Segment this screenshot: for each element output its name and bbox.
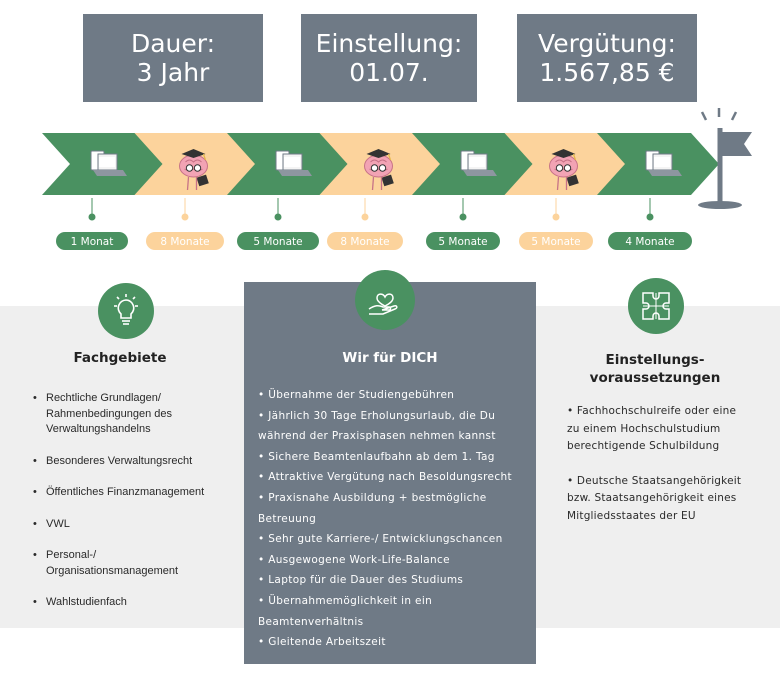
duration-pill [519, 232, 593, 250]
list-item: • Gleitende Arbeitszeit [258, 636, 386, 649]
timeline: 1 Monat 8 Monate 5 Monate 8 Monate 5 Monate 5… [42, 108, 752, 250]
duration-label: 5 Monate [438, 236, 487, 248]
benefits-title: Wir für DICH [342, 350, 438, 366]
timeline-dot [274, 213, 282, 221]
duration-pill [608, 232, 692, 250]
duration-pill [56, 232, 128, 250]
puzzle-icon [628, 278, 684, 334]
duration-label: 4 Monate [625, 236, 674, 248]
timeline-dot [88, 213, 96, 221]
list-item: VWL [30, 517, 230, 533]
list-item: • Fachhochschulreife oder eine zu einem … [567, 405, 737, 452]
benefits-list: • Übernahme der Studiengebühren • Jährli… [258, 385, 530, 653]
duration-pill [426, 232, 500, 250]
salary-value: 1.567,85 € [539, 58, 675, 87]
list-item: Beamtenverhältnis [258, 615, 364, 628]
list-item: • Jährlich 30 Tage Erholungsurlaub, die … [258, 409, 496, 422]
list-item: Besonderes Verwaltungsrecht [30, 454, 230, 470]
start-date-label: Einstellung: [315, 29, 463, 58]
list-item: • Deutsche Staatsangehörigkeit bzw. Staa… [567, 474, 742, 522]
duration-label: 8 Monate [340, 236, 389, 248]
list-item: während der Praxisphasen nehmen kannst [258, 430, 496, 443]
duration-box: Dauer: 3 Jahr [83, 14, 263, 102]
list-item: • Übernahmemöglichkeit in ein [258, 594, 433, 607]
duration-label: 8 Monate [160, 236, 209, 248]
duration-label: 1 Monat [71, 236, 114, 248]
timeline-dot [181, 213, 189, 221]
timeline-dot [361, 213, 369, 221]
heart-hand-icon [355, 270, 415, 330]
list-item: Betreuung [258, 512, 317, 525]
list-item: • Ausgewogene Work-Life-Balance [258, 553, 450, 566]
list-item: Öffentliches Finanzmanagement [30, 485, 230, 501]
duration-label: Dauer: [130, 29, 216, 58]
requirements-title-line1: Einstellungs- [605, 352, 705, 368]
finish-flag-icon [698, 108, 752, 209]
duration-pill [327, 232, 403, 250]
duration-pill [237, 232, 319, 250]
list-item: Wahlstudienfach [30, 595, 230, 611]
list-item: • Übernahme der Studiengebühren [258, 389, 455, 401]
subjects-title: Fachgebiete [73, 350, 167, 366]
duration-pill [146, 232, 224, 250]
duration-label: 5 Monate [531, 236, 580, 248]
duration-label: 5 Monate [253, 236, 302, 248]
timeline-dot [646, 213, 654, 221]
requirements-title: Einstellungs- voraussetzungen [575, 351, 735, 387]
subjects-list: Rechtliche Grundlagen/ Rahmenbedingungen… [30, 391, 230, 627]
requirements-title-line2: voraussetzungen [589, 370, 721, 386]
start-date-box: Einstellung: 01.07. [301, 14, 477, 102]
duration-value: 3 Jahr [136, 58, 210, 87]
list-item: Personal-/ Organisationsmanagement [30, 548, 230, 579]
benefits-panel [244, 282, 536, 664]
list-item: Rechtliche Grundlagen/ Rahmenbedingungen… [30, 391, 230, 438]
list-item: • Sichere Beamtenlaufbahn ab dem 1. Tag [258, 450, 495, 463]
salary-label: Vergütung: [538, 29, 676, 58]
list-item: • Laptop für die Dauer des Studiums [258, 574, 464, 587]
list-item: • Praxisnahe Ausbildung + bestmögliche [258, 491, 487, 504]
list-item: • Sehr gute Karriere-/ Entwicklungschanc… [258, 533, 503, 546]
timeline-dot [459, 213, 467, 221]
timeline-dot [552, 213, 560, 221]
list-item: • Attraktive Vergütung nach Besoldungsre… [258, 471, 512, 484]
lightbulb-icon [98, 283, 154, 339]
requirements-list: • Fachhochschulreife oder eine zu einem … [567, 403, 747, 542]
start-date-value: 01.07. [349, 58, 429, 87]
salary-box: Vergütung: 1.567,85 € [517, 14, 697, 102]
